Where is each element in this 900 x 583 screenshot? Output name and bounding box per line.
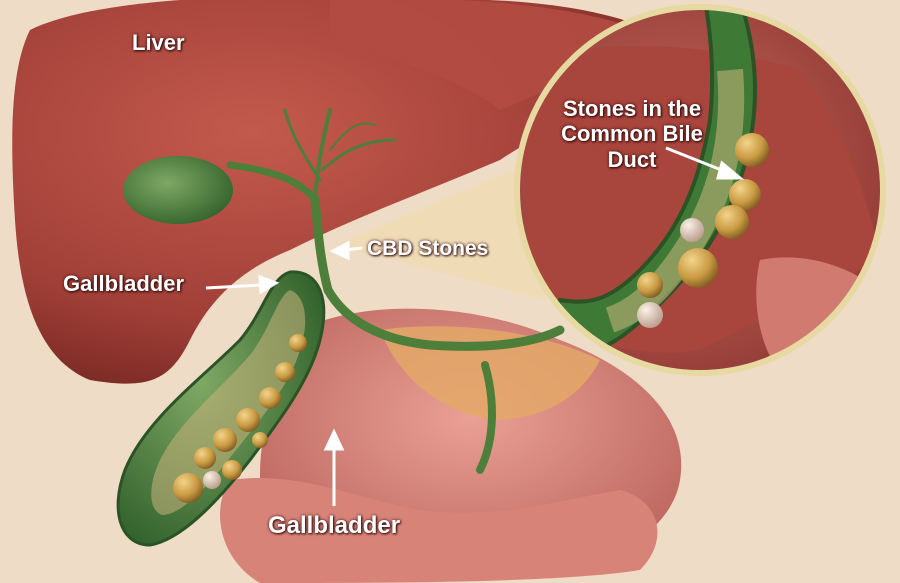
intestine-lower (220, 477, 658, 583)
gallbladder-label-left: Gallbladder (63, 271, 185, 296)
inset-stones (637, 133, 769, 328)
gallbladder-interior (151, 290, 306, 515)
bile-ducts (226, 108, 565, 474)
zoom-beam (335, 150, 560, 300)
gallbladder-stones (173, 334, 307, 503)
upper-gallbladder (123, 156, 233, 224)
cbd-stones-label: CBD Stones (367, 237, 489, 260)
liver-label: Liver (132, 30, 185, 55)
label-arrows (205, 146, 745, 506)
inset-title-label: Stones in the Common Bile Duct (561, 96, 703, 172)
gallbladder-label-bottom: Gallbladder (268, 512, 401, 539)
